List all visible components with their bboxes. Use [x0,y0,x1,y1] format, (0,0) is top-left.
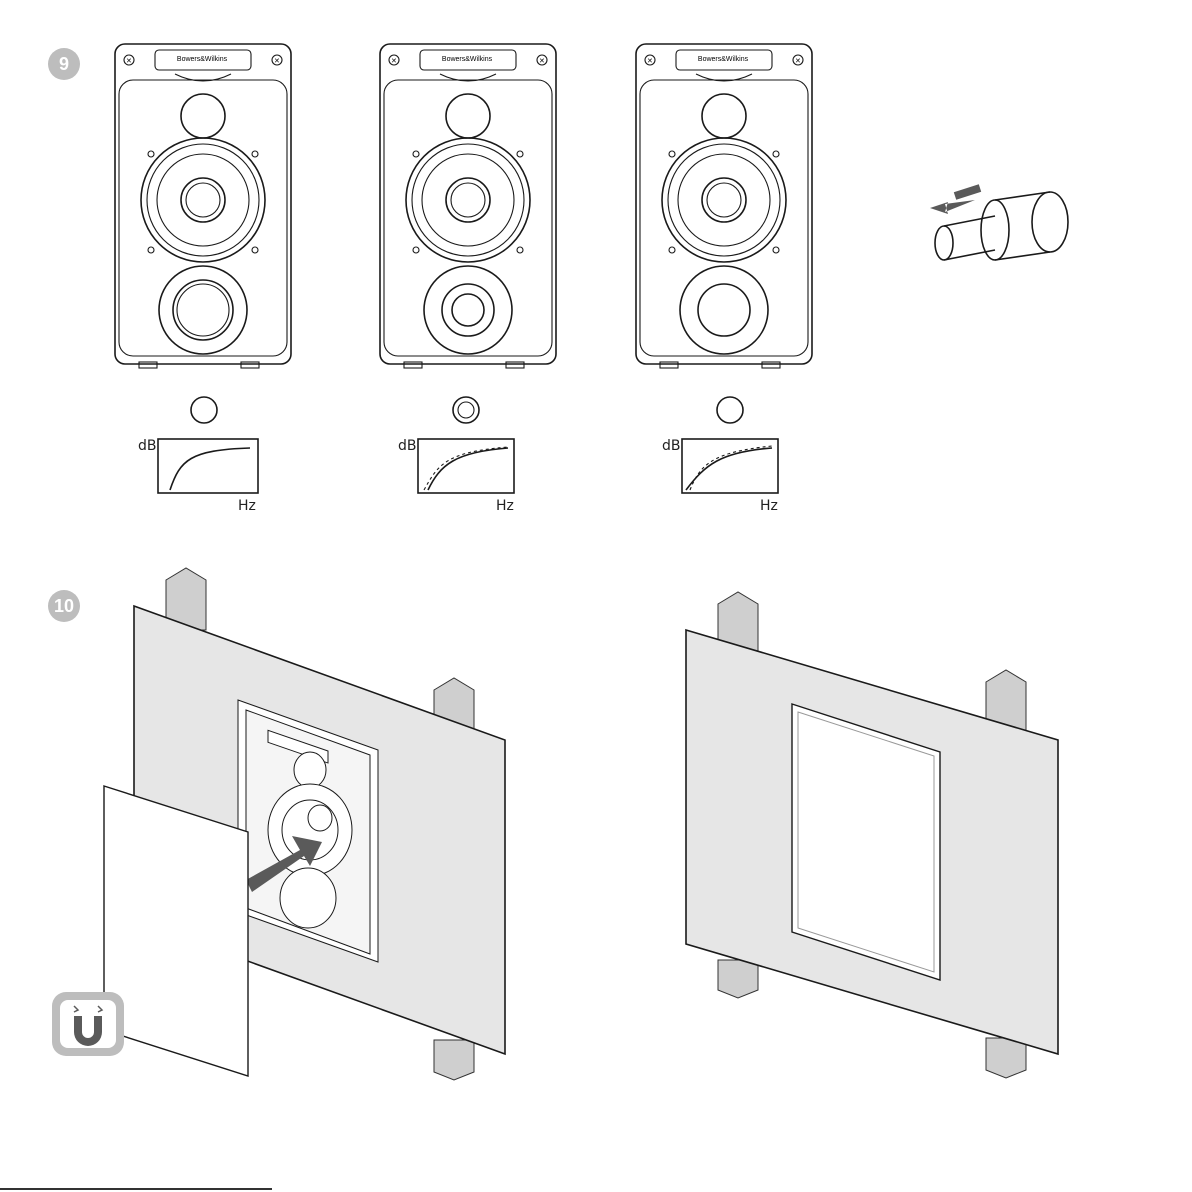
wall-install-illustration [0,560,1192,1180]
speaker3-brand: Bowers&Wilkins [679,56,767,63]
speaker-port-ring-bung [380,44,556,368]
speaker-port-open [115,44,291,368]
fitted-grille [792,704,940,980]
speakers-illustration: ✕ ✕ [0,0,1192,560]
speaker1-brand: Bowers&Wilkins [158,56,246,63]
response-graph-open [158,439,258,493]
speaker2-brand: Bowers&Wilkins [423,56,511,63]
speaker-port-full-bung [636,44,812,368]
response-graph-full-bung [682,439,778,493]
graph3-x-label: Hz [760,498,778,514]
bottom-rule [0,1188,272,1190]
graph2-x-label: Hz [496,498,514,514]
response-graph-ring-bung [418,439,514,493]
foam-bung-arrow-icon [930,188,1068,260]
graph1-x-label: Hz [238,498,256,514]
ring-foam-icon [453,397,479,423]
magnetic-grille [104,786,248,1076]
ring-icon [191,397,217,423]
foam-disc-icon [717,397,743,423]
graph3-y-label: dB [662,438,681,454]
graph1-y-label: dB [138,438,157,454]
magnet-icon [52,992,124,1056]
graph2-y-label: dB [398,438,417,454]
